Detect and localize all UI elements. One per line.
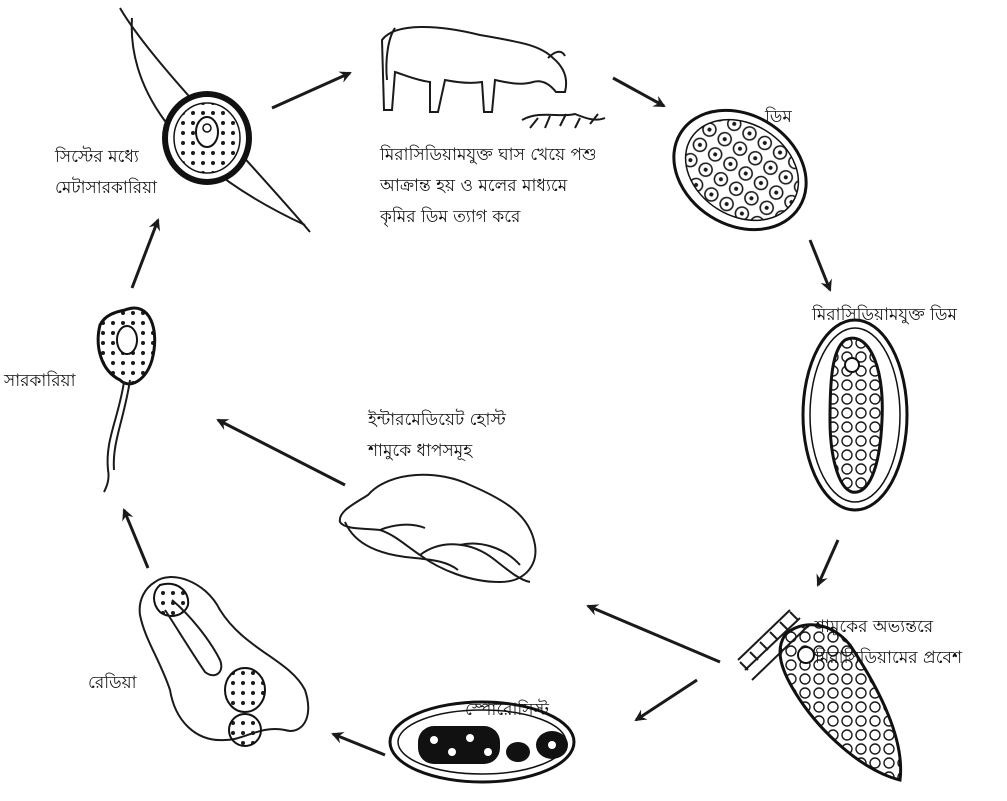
miracidium-egg-illustration [803, 320, 907, 510]
redia-label: রেডিয়া [88, 668, 137, 699]
intermediate-host-label-line-2: শামুকে ধাপসমূহ [368, 436, 506, 467]
cattle-label-line-3: কৃমির ডিম ত্যাগ করে [380, 202, 597, 233]
egg-label: ডিম [765, 102, 792, 133]
arrow-cercaria-to-cyst [132, 220, 158, 288]
snail-entry-label-line-1: শামুকের অভ্যন্তরে [815, 612, 962, 643]
arrow-egg-to-miracidium [810, 240, 830, 290]
cattle-illustration [382, 27, 605, 128]
intermediate-host-label-line-1: ইন্টারমেডিয়েট হোস্ট [368, 405, 506, 436]
sporocyst-label: স্পোরোসিস্ট [465, 695, 549, 726]
cyst-label: সিস্টের মধ্যে মেটাসারকারিয়া [55, 142, 157, 204]
cattle-label-line-2: আক্রান্ত হয় ও মলের মাধ্যমে [380, 171, 597, 202]
miracidium-egg-label: মিরাসিডিয়ামযুক্ত ডিম [812, 300, 957, 331]
cercaria-label: সারকারিয়া [4, 366, 76, 397]
arrow-miracidium-to-snail [818, 540, 838, 585]
cyst-label-line-1: সিস্টের মধ্যে [55, 142, 157, 173]
arrow-cattle-to-egg [613, 78, 664, 106]
cyst-label-line-2: মেটাসারকারিয়া [55, 173, 157, 204]
arrow-entry-to-snail-host [588, 606, 720, 662]
redia-illustration [140, 577, 309, 746]
intermediate-host-label: ইন্টারমেডিয়েট হোস্ট শামুকে ধাপসমূহ [368, 405, 506, 467]
cattle-label-line-1: মিরাসিডিয়ামযুক্ত ঘাস খেয়ে পশু [380, 140, 597, 171]
cercaria-illustration [98, 308, 155, 492]
arrow-redia-to-cercaria [124, 510, 148, 568]
arrow-cyst-to-cattle [272, 73, 350, 108]
cattle-label: মিরাসিডিয়ামযুক্ত ঘাস খেয়ে পশু আক্রান্ত… [380, 140, 597, 233]
snail-entry-label: শামুকের অভ্যন্তরে মিরাসিডিয়ামের প্রবেশ [815, 612, 962, 674]
snail-illustration [340, 475, 536, 582]
arrow-snail-entry-to-sporocyst [636, 680, 697, 720]
arrow-sporocyst-to-redia [333, 734, 385, 755]
egg-illustration [651, 86, 828, 253]
arrow-snail-host-to-cercaria [218, 420, 345, 485]
snail-entry-label-line-2: মিরাসিডিয়ামের প্রবেশ [815, 643, 962, 674]
